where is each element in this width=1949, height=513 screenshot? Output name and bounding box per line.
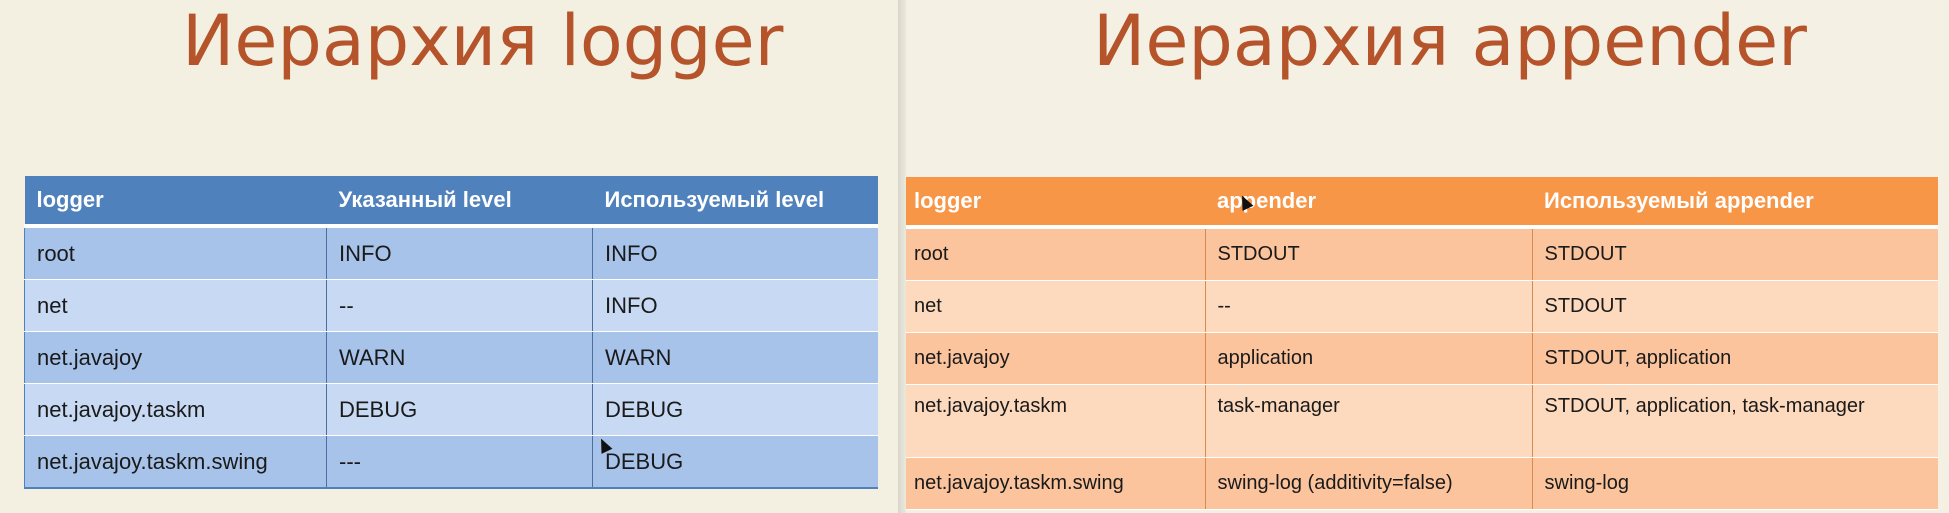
column-header: Используемый level (592, 176, 878, 228)
column-header: Используемый appender (1532, 177, 1938, 229)
table-cell: root (902, 227, 1206, 281)
table-cell: STDOUT (1205, 227, 1533, 281)
slide-appender-hierarchy: Иерархия appender logger appender Исполь… (898, 0, 1949, 513)
table-row: net -- STDOUT (902, 280, 1938, 333)
slide-title: Иерархия logger (182, 0, 784, 82)
table-cell: net.javajoy.taskm.swing (902, 457, 1206, 510)
table-row: net.javajoy.taskm DEBUG DEBUG (24, 383, 878, 436)
logger-level-table: logger Указанный level Используемый leve… (24, 176, 878, 489)
table-header-row: logger Указанный level Используемый leve… (24, 176, 878, 228)
column-header: logger (902, 177, 1205, 229)
table-row: net.javajoy.taskm task-manager STDOUT, a… (902, 384, 1938, 458)
table-cell: net.javajoy (902, 332, 1206, 385)
table-row: net.javajoy.taskm.swing --- DEBUG (24, 435, 878, 489)
table-cell: -- (1205, 280, 1533, 333)
appender-table: logger appender Используемый appender ro… (902, 177, 1938, 510)
table-row: root STDOUT STDOUT (902, 227, 1938, 281)
table-cell: net.javajoy.taskm.swing (24, 435, 327, 489)
table-cell: DEBUG (592, 383, 878, 436)
table-cell: STDOUT, application, task-manager (1532, 384, 1938, 458)
table-cell: INFO (592, 226, 878, 280)
table-cell: STDOUT (1532, 227, 1938, 281)
table-cell: net (902, 280, 1206, 333)
table-cell: DEBUG (326, 383, 593, 436)
table-header-row: logger appender Используемый appender (902, 177, 1938, 229)
table-row: net.javajoy.taskm.swing swing-log (addit… (902, 457, 1938, 510)
table-cell: application (1205, 332, 1533, 385)
table-row: net -- INFO (24, 279, 878, 332)
table-cell: INFO (326, 226, 593, 280)
table-cell: DEBUG (592, 435, 878, 489)
table-cell: STDOUT (1532, 280, 1938, 333)
table-row: net.javajoy application STDOUT, applicat… (902, 332, 1938, 385)
table-cell: net.javajoy.taskm (902, 384, 1206, 458)
table-cell: net (24, 279, 327, 332)
table-cell: --- (326, 435, 593, 489)
table-cell: WARN (326, 331, 593, 384)
table-cell: net.javajoy (24, 331, 327, 384)
column-header: logger (24, 176, 327, 228)
table-cell: STDOUT, application (1532, 332, 1938, 385)
column-header: Указанный level (326, 176, 593, 228)
table-cell: -- (326, 279, 593, 332)
table-cell: WARN (592, 331, 878, 384)
table-cell: net.javajoy.taskm (24, 383, 327, 436)
table-cell: swing-log (additivity=false) (1205, 457, 1533, 510)
table-cell: INFO (592, 279, 878, 332)
slide-title: Иерархия appender (1093, 0, 1807, 82)
table-cell: root (24, 226, 327, 280)
table-cell: swing-log (1532, 457, 1938, 510)
table-cell: task-manager (1205, 384, 1533, 458)
table-row: net.javajoy WARN WARN (24, 331, 878, 384)
table-row: root INFO INFO (24, 226, 878, 280)
column-header: appender (1205, 177, 1532, 229)
slide-divider (898, 0, 906, 513)
slide-logger-hierarchy: Иерархия logger logger Указанный level И… (0, 0, 898, 513)
